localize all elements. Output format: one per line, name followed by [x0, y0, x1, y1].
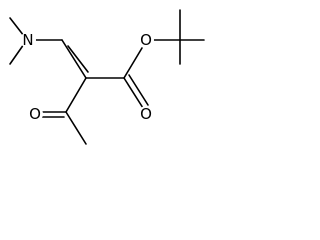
- bond-ester-co-double-1: [123, 77, 144, 109]
- bond-ester-co-double-2: [128, 74, 149, 106]
- bond-calpha-acetyl-c: [65, 77, 87, 113]
- bond-n-methyl-upper: [9, 17, 25, 37]
- atom-label-ester-o: O: [140, 31, 152, 49]
- atom-label-n: N: [22, 31, 33, 49]
- atom-ketone-carbonyl-oxygen: O: [27, 105, 43, 123]
- bond-cc-double-outer: [61, 39, 87, 79]
- chemical-structure-diagram: N O O O: [9, 9, 205, 145]
- atom-label-ketone-o: O: [29, 105, 41, 123]
- bond-cc-double-inner: [67, 45, 89, 73]
- bond-acetyl-methyl: [65, 111, 87, 145]
- bond-n-methyl-lower: [9, 43, 25, 65]
- atom-ester-carbonyl-oxygen: O: [138, 105, 154, 123]
- atom-nitrogen: N: [20, 31, 36, 49]
- atom-ester-oxygen: O: [138, 31, 154, 49]
- atom-label-ester-carbonyl-o: O: [140, 105, 152, 123]
- bond-ester-c-o: [123, 47, 143, 79]
